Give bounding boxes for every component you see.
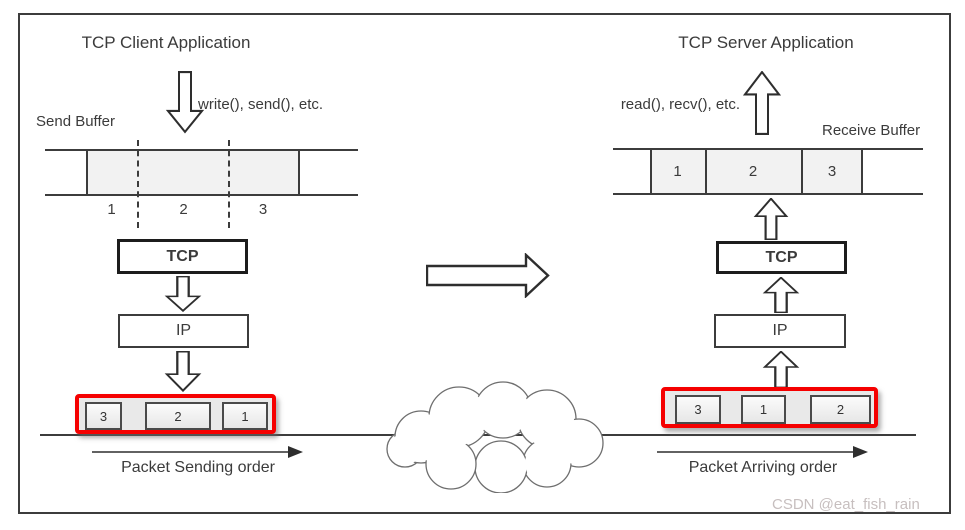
receive-buffer-segment-label: 3 (827, 163, 837, 180)
server-api-label: read(), recv(), etc. (620, 96, 740, 113)
packet: 1 (741, 395, 786, 424)
send-buffer-label: Send Buffer (36, 113, 115, 130)
sending-order-arrow-icon (92, 446, 304, 458)
send-buffer-bottom-line (45, 194, 358, 196)
receive-buffer-label: Receive Buffer (822, 122, 921, 139)
down-arrow-icon (164, 351, 202, 392)
client-title: TCP Client Application (81, 33, 251, 52)
send-buffer-divider-1 (137, 140, 139, 228)
send-buffer-top-line (45, 149, 358, 151)
up-arrow-icon (753, 198, 789, 240)
receive-buffer-bottom-line (613, 193, 923, 195)
diagram-border (18, 13, 951, 514)
client-api-label: write(), send(), etc. (198, 96, 324, 113)
server-title: TCP Server Application (678, 33, 854, 52)
receive-buffer-top-line (613, 148, 923, 150)
up-arrow-icon (742, 71, 782, 135)
receive-buffer-divider-2 (801, 150, 803, 193)
sending-packets-group: 3 2 1 (75, 394, 276, 434)
server-tcp-box: TCP (716, 241, 847, 274)
sending-order-label: Packet Sending order (121, 459, 275, 476)
receive-buffer-segment-label: 2 (748, 163, 758, 180)
packet: 3 (675, 395, 721, 424)
arriving-packets-group: 3 1 2 (661, 387, 878, 428)
send-buffer-data-region (86, 151, 300, 194)
receive-buffer-divider-1 (705, 150, 707, 193)
network-cloud-icon (375, 377, 611, 493)
packet: 2 (145, 402, 211, 430)
csdn-watermark: CSDN @eat_fish_rain (772, 496, 920, 513)
up-arrow-icon (762, 277, 800, 313)
send-buffer-segment-label: 3 (258, 201, 268, 218)
send-buffer-divider-2 (228, 140, 230, 228)
send-buffer-segment-label: 2 (179, 201, 188, 218)
packet: 3 (85, 402, 122, 430)
client-ip-box: IP (118, 314, 249, 348)
client-to-server-arrow-icon (426, 253, 550, 298)
packet: 2 (810, 395, 871, 424)
down-arrow-icon (165, 71, 205, 134)
arriving-order-label: Packet Arriving order (688, 459, 838, 476)
packet: 1 (222, 402, 268, 430)
up-arrow-icon (762, 351, 800, 388)
down-arrow-icon (164, 276, 202, 312)
send-buffer-segment-label: 1 (107, 201, 116, 218)
server-ip-box: IP (714, 314, 846, 348)
client-tcp-box: TCP (117, 239, 248, 274)
arriving-order-arrow-icon (657, 446, 869, 458)
receive-buffer-segment-label: 1 (673, 163, 682, 180)
receive-buffer-data-region (650, 150, 863, 193)
